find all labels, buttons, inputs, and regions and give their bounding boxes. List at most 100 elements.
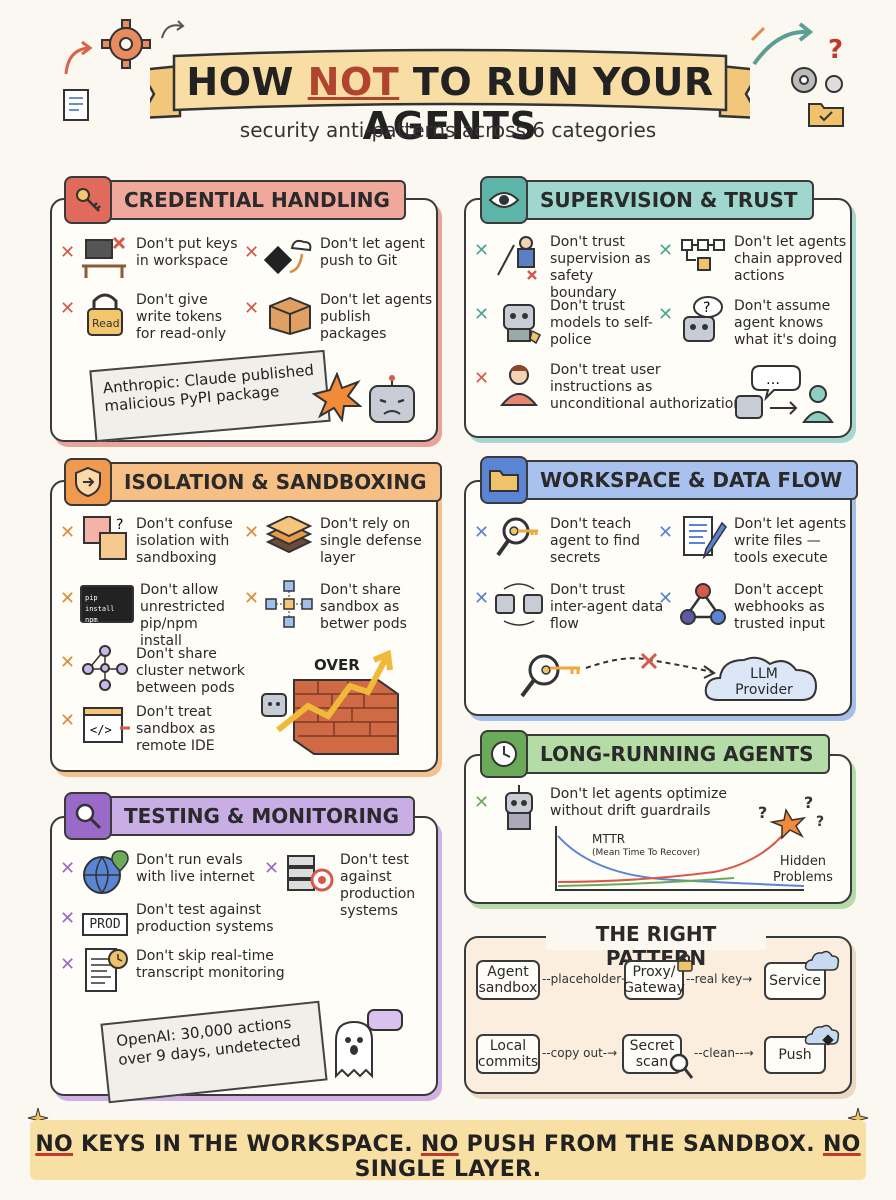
page-subtitle: security anti-patterns across 6 categori… [239, 118, 657, 142]
over-label: OVER [314, 656, 360, 674]
magnifier-key-icon [494, 516, 544, 560]
chain-flow-icon [678, 234, 728, 278]
terminal-icon: pip install npm install [80, 582, 134, 635]
svg-text:?: ? [703, 300, 710, 316]
svg-text:?: ? [804, 796, 813, 812]
prod-sign-label: PROD [82, 912, 128, 936]
pattern-arrow-realkey: --real key→ [686, 972, 753, 986]
workspace-item-2-text: Don't let agents write files — tools exe… [734, 516, 847, 566]
supervision-item-2: ✕ Don't let agents chain approved action… [658, 234, 848, 285]
isolation-item-2: ✕ Don't rely on single defense layer [244, 516, 434, 567]
decor-cycle-icon [161, 20, 185, 39]
llm-provider-cloud: LLM Provider [704, 652, 820, 704]
credential-item-4-text: Don't let agents publish packages [320, 292, 433, 342]
x-mark-icon: ✕ [474, 522, 490, 543]
x-mark-icon: ✕ [244, 588, 260, 609]
sad-robot-icon [369, 375, 415, 423]
isolation-item-1: ✕ ? Don't confuse isolation with sandbox… [60, 516, 240, 567]
supervision-item-1-text: Don't trust supervision as safety bounda… [550, 234, 651, 301]
drift-chart-icon: ? ? ? [555, 796, 824, 891]
globe-icon [80, 850, 130, 896]
footer-banner: NO KEYS IN THE WORKSPACE. NO PUSH FROM T… [30, 1120, 866, 1182]
read-lock-icon: Read [80, 292, 130, 336]
boxes-icon: ? [80, 516, 130, 560]
service-cloud-icon [804, 950, 840, 971]
robot-icon [494, 785, 544, 830]
webhook-icon [678, 582, 728, 626]
supervision-item-3: ✕ Don't trust models to self-police [474, 298, 664, 349]
x-mark-icon: ✕ [60, 588, 76, 609]
user-icon [494, 362, 544, 406]
testing-item-1: ✕ Don't run evals with live internet [60, 850, 260, 896]
pattern-proxy-gateway: Proxy/ Gateway [623, 960, 685, 1000]
testing-item-3-text: Don't test against production systems [136, 902, 274, 935]
pattern-arrow-clean: --clean--→ [694, 1046, 754, 1060]
cloud-icon [704, 656, 818, 701]
transcript-clock-icon [80, 948, 130, 992]
isolation-item-2-text: Don't rely on single defense layer [320, 516, 422, 566]
x-mark-icon: ✕ [60, 710, 76, 731]
x-mark-icon: ✕ [60, 522, 76, 543]
isolation-item-3: ✕ pip install npm install Don't allow un… [60, 582, 240, 650]
pattern-service: Service [764, 962, 826, 1000]
confused-robot-icon: ? [678, 296, 728, 342]
pattern-arrow-copyout-label: copy out [550, 1046, 603, 1060]
pattern-arrow-placeholder: --placeholder→ [542, 972, 631, 986]
isolation-item-1-text: Don't confuse isolation with sandboxing [136, 516, 233, 566]
x-mark-icon: ✕ [474, 588, 490, 609]
x-mark-icon: ✕ [474, 792, 490, 813]
x-mark-icon: ✕ [658, 588, 674, 609]
magnifier-icon [64, 792, 112, 840]
svg-text:Read: Read [92, 317, 120, 330]
x-mark-icon: ✕ [60, 908, 76, 929]
isolation-item-3-text: Don't allow unrestricted pip/npm install [140, 582, 225, 649]
prod-sign-icon: PROD [80, 902, 130, 946]
isolation-item-6-text: Don't treat sandbox as remote IDE [136, 704, 216, 754]
longrunning-item-1-text: Don't let agents optimize without drift … [550, 786, 727, 819]
x-mark-icon: ✕ [60, 652, 76, 673]
decor-document-icon [63, 89, 89, 121]
decor-gears-icon [791, 67, 843, 93]
workspace-item-3-text: Don't trust inter-agent data flow [550, 582, 664, 632]
page-title: HOW NOT TO RUN YOUR AGENTS [186, 60, 714, 148]
brick-wall-icon [261, 650, 399, 755]
isolation-header: ISOLATION & SANDBOXING [64, 458, 443, 506]
llm-provider-label: LLM Provider [735, 666, 793, 698]
title-ribbon [150, 48, 750, 119]
shield-icon [64, 458, 112, 506]
pattern-header: THE RIGHT PATTERN [546, 922, 766, 970]
workspace-header: WORKSPACE & DATA FLOW [480, 456, 859, 504]
ghost-icon [335, 1009, 403, 1079]
longrunning-header: LONG-RUNNING AGENTS [480, 730, 830, 778]
hidden-problems-label: Hidden Problems [773, 854, 833, 885]
decor-gear-icon [101, 19, 151, 69]
testing-item-1-text: Don't run evals with live internet [136, 852, 255, 885]
push-cloud-icon [804, 1024, 840, 1046]
longrunning-item-1: ✕ Don't let agents optimize without drif… [474, 785, 774, 830]
testing-item-2-text: Don't test against production systems [340, 852, 416, 919]
robot-police-icon [494, 298, 544, 345]
folder-icon [480, 456, 528, 504]
x-mark-icon: ✕ [60, 298, 76, 319]
code-window-icon: </> [80, 704, 130, 748]
x-mark-icon: ✕ [244, 242, 260, 263]
workspace-item-1-text: Don't teach agent to find secrets [550, 516, 640, 566]
svg-text:?: ? [828, 35, 843, 65]
isolation-item-5: ✕ Don't share cluster network between po… [60, 645, 260, 697]
footer-slogan: NO KEYS IN THE WORKSPACE. NO PUSH FROM T… [35, 1132, 861, 1182]
network-graph-icon [80, 645, 130, 691]
longrunning-header-label: LONG-RUNNING AGENTS [540, 742, 814, 766]
supervision-header: SUPERVISION & TRUST [480, 176, 814, 224]
x-mark-icon: ✕ [244, 298, 260, 319]
pattern-agent-sandbox: Agent sandbox [476, 960, 540, 1000]
x-mark-icon: ✕ [60, 858, 76, 879]
credential-header: CREDENTIAL HANDLING [64, 176, 406, 224]
cubes-network-icon [264, 580, 314, 628]
decor-arrows-icon [750, 22, 814, 66]
svg-text:?: ? [758, 803, 767, 822]
decor-folder-icon [808, 103, 844, 127]
git-cloud-icon [264, 236, 314, 280]
x-mark-icon: ✕ [474, 304, 490, 325]
eye-icon [480, 176, 528, 224]
x-mark-icon: ✕ [244, 522, 260, 543]
